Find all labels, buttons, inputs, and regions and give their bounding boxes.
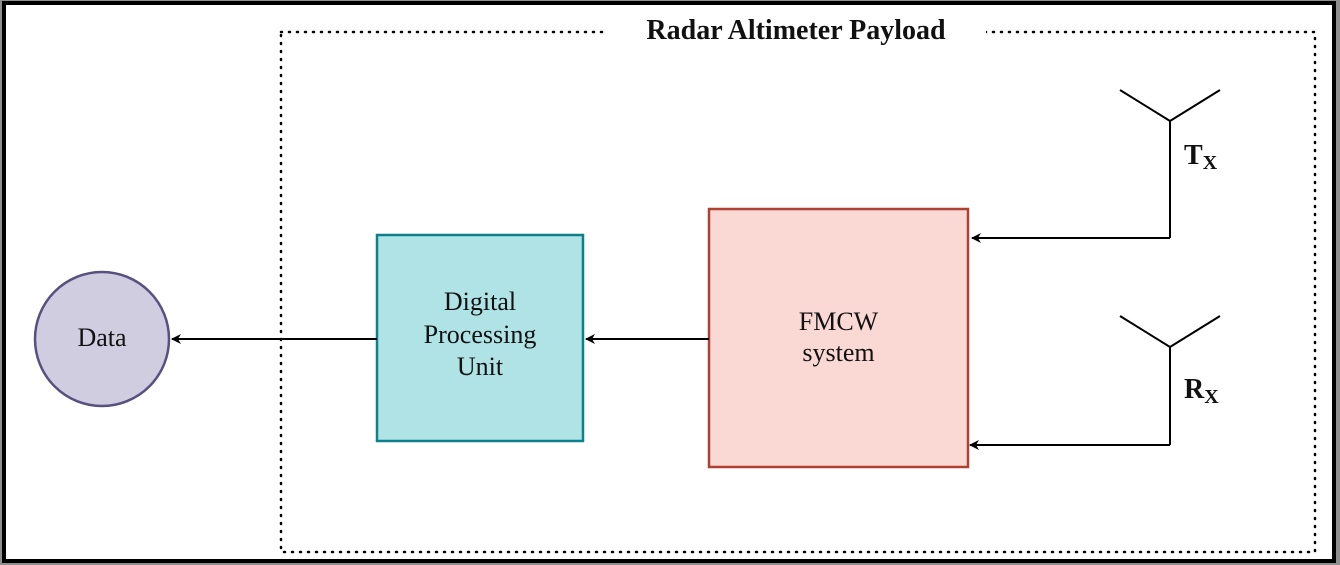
tx-label-main: T xyxy=(1184,140,1203,171)
rx-antenna-label: RX xyxy=(1184,374,1219,409)
tx-antenna-icon xyxy=(1119,89,1221,238)
tx-antenna-label: TX xyxy=(1184,140,1217,175)
data-node xyxy=(33,270,171,408)
dpu-label-line-2: Processing xyxy=(423,319,537,349)
rx-antenna-icon xyxy=(1119,315,1221,445)
rx-label-main: R xyxy=(1184,374,1205,405)
fmcw-system-label: FMCW system xyxy=(709,306,968,368)
digital-processing-unit-label: Digital Processing Unit xyxy=(377,286,583,384)
tx-label-subscript: X xyxy=(1202,152,1218,174)
fmcw-label-line-2: system xyxy=(802,338,875,368)
rx-label-subscript: X xyxy=(1204,386,1219,408)
data-node-label: Data xyxy=(77,323,127,352)
digital-processing-unit-box xyxy=(375,233,585,443)
fmcw-label-line-1: FMCW xyxy=(798,307,879,336)
payload-boundary xyxy=(279,30,1317,554)
dpu-label-line-1: Digital xyxy=(443,287,517,316)
payload-title: Radar Altimeter Payload xyxy=(606,15,986,48)
fmcw-system-box xyxy=(707,207,970,469)
dpu-label-line-3: Unit xyxy=(456,352,504,381)
